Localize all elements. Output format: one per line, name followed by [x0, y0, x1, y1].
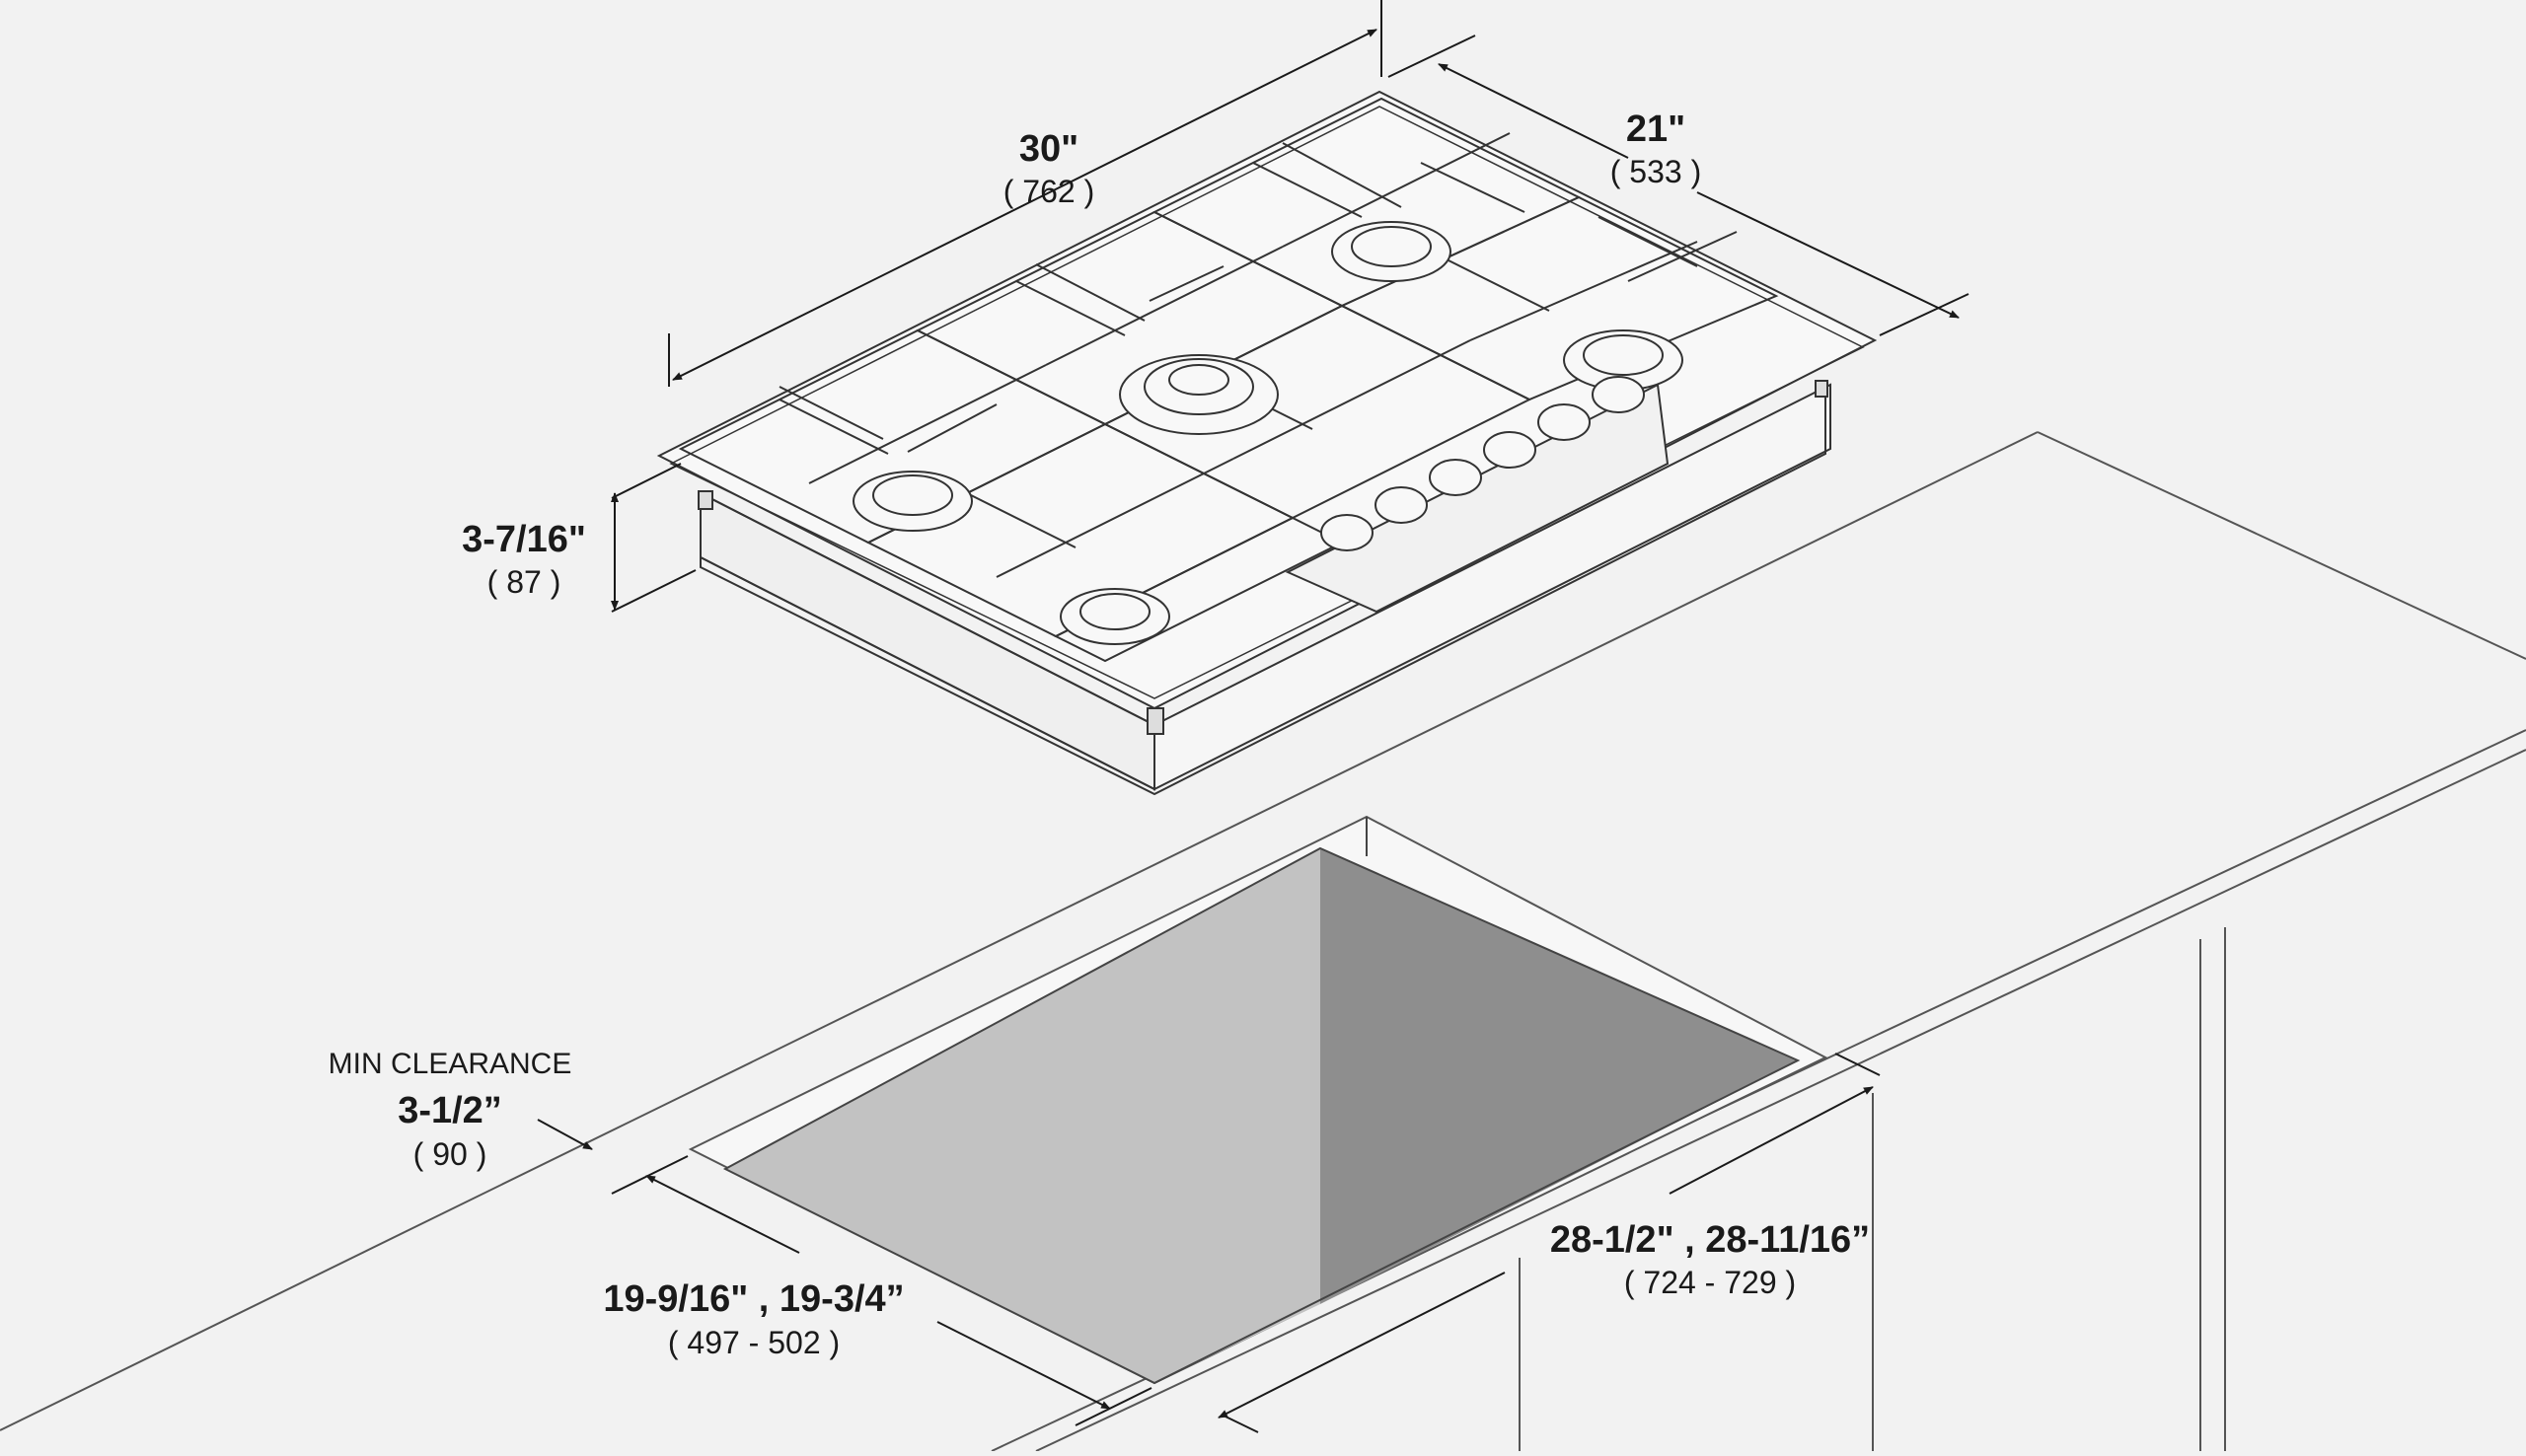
width-imperial-label: 30" — [1018, 128, 1079, 170]
depth-imperial-label: 21" — [1625, 109, 1686, 150]
dimension-lines — [537, 0, 1969, 1433]
cutout-width-imperial-label: 28-1/2" , 28-11/16” — [1549, 1219, 1871, 1261]
width-metric-label: ( 762 ) — [1003, 174, 1095, 209]
clearance-caption: MIN CLEARANCE — [328, 1048, 572, 1080]
cutout-right-wall — [1320, 848, 1798, 1304]
cutout-depth-metric-label: ( 497 - 502 ) — [667, 1325, 841, 1360]
depth-metric-label: ( 533 ) — [1609, 154, 1702, 189]
cutout-depth-imperial-label: 19-9/16" , 19-3/4” — [603, 1278, 905, 1320]
height-imperial-label: 3-7/16" — [462, 519, 586, 560]
control-knobs — [1320, 376, 1645, 551]
cutout-width-metric-label: ( 724 - 729 ) — [1623, 1265, 1797, 1300]
height-metric-label: ( 87 ) — [486, 564, 561, 600]
clearance-metric-label: ( 90 ) — [412, 1136, 487, 1172]
cutout-left-wall — [725, 848, 1320, 1383]
clearance-imperial-label: 3-1/2” — [398, 1090, 502, 1131]
cutout-opening — [688, 815, 1828, 1385]
